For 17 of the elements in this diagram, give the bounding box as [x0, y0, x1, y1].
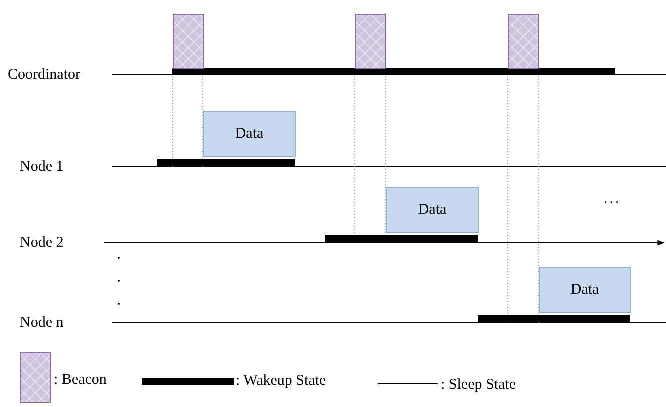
ellipsis-text: ... [604, 192, 622, 207]
data-label: Data [570, 282, 600, 298]
beacon-box [355, 14, 386, 69]
legend-label: : Beacon [54, 373, 107, 388]
lane-label: Node 1 [20, 160, 64, 175]
lane-label: Node n [20, 316, 64, 331]
beacon-box [508, 14, 539, 69]
data-box [386, 187, 479, 233]
legend-label: : Sleep State [441, 378, 516, 393]
data-box [539, 267, 631, 313]
legend-label: : Wakeup State [236, 374, 326, 389]
data-box [203, 111, 296, 157]
lane-label: Coordinator [8, 68, 80, 83]
lane-label: Node 2 [20, 236, 64, 251]
data-label: Data [235, 126, 264, 142]
data-label: Data [418, 202, 447, 218]
beacon-box [173, 14, 204, 69]
